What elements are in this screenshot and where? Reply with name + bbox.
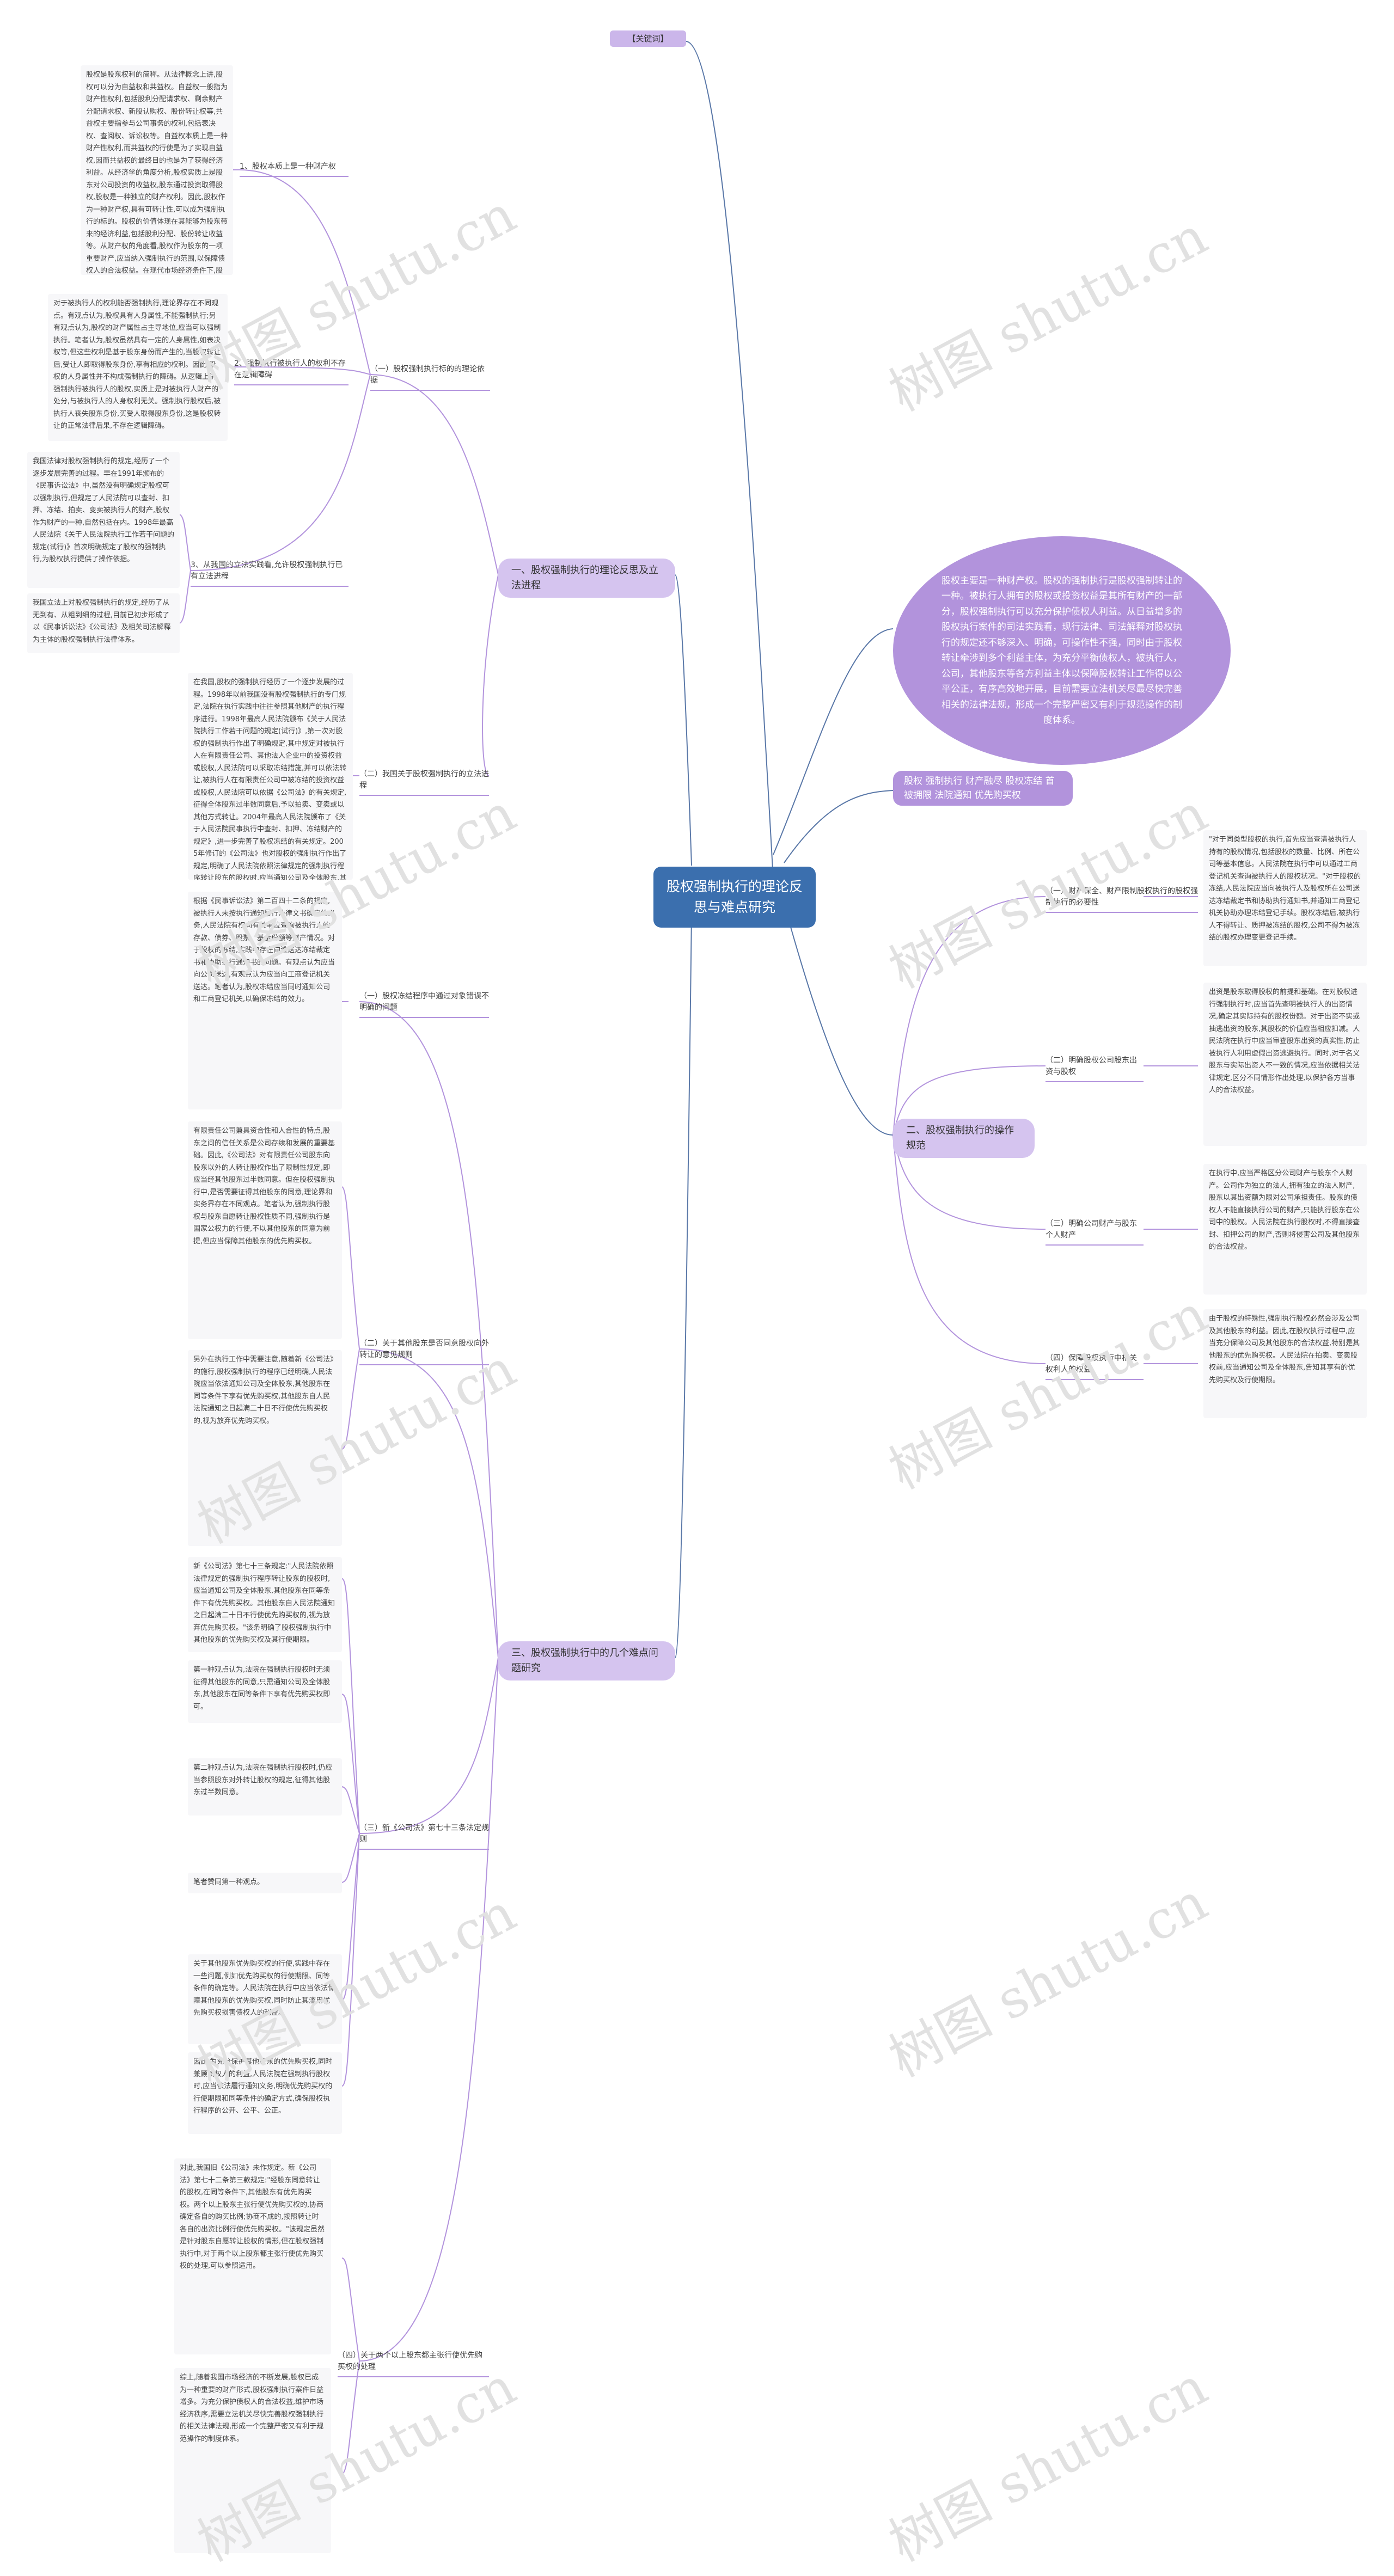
link-s1-i1 [239,169,371,375]
s2-sub2-label[interactable]: （二）明确股权公司股东出资与股权 [1046,1055,1144,1082]
s2-sub3-text: 在执行中,应当严格区分公司财产与股东个人财产。公司作为独立的法人,拥有独立的法人… [1203,1164,1367,1295]
s1-item1-text: 股权是股东权利的简称。从法律概念上讲,股权可以分为自益权和共益权。自益权一般指为… [81,65,233,275]
s3-sub4-text1: 对此,我国旧《公司法》未作规定。新《公司法》第七十二条第三款规定:"经股东同意转… [174,2158,331,2354]
link-s2-sub2 [892,1065,1046,1136]
link-s3-sub1 [359,1001,499,1658]
link-s1-l3b [179,570,191,624]
s3-sub3-text1: 新《公司法》第七十三条规定:"人民法院依照法律规定的强制执行程序转让股东的股权时… [188,1557,342,1652]
link-keywords-tag [686,41,774,880]
section1-node[interactable]: 一、股权强制执行的理论反思及立法进程 [498,559,675,598]
s1-item1-label[interactable]: 1、股权本质上是一种财产权 [240,161,348,177]
s3-sub3-text4: 笔者赞同第一种观点。 [188,1873,342,1893]
link-keywords [784,790,894,863]
link-s3-l3d [341,1833,360,1883]
link-summary [773,628,894,855]
link-s3-l4a [341,2258,360,2362]
root-node[interactable]: 股权强制执行的理论反思与难点研究 [653,867,816,928]
s3-sub3-text6: 因此,为充分保护其他股东的优先购买权,同时兼顾债权人的利益,人民法院在强制执行股… [188,2052,342,2134]
s3-sub3-label[interactable]: （三）新《公司法》第七十三条法定规则 [359,1823,489,1850]
link-s3-l4b [341,2360,360,2475]
link-s1-sub2 [482,574,499,776]
link-section2 [784,903,894,1136]
link-s1-l3 [179,514,191,571]
s2-sub4-label[interactable]: （四）保障股权执行中相关权利人的权益 [1046,1353,1144,1380]
s3-sub4-label[interactable]: （四）关于两个以上股东都主张行使优先购买权的处理 [338,2350,489,2377]
keywords-tag[interactable]: 【关键词】 [610,30,686,47]
link-s3-sub3 [359,1657,499,1834]
s1-item3-label[interactable]: 3、从我国的立法实践看,允许股权强制执行已有立法进程 [191,560,348,587]
link-s3-l3e [341,1833,360,2001]
s3-sub1-text: 根据《民事诉讼法》第二百四十二条的规定,被执行人未按执行通知履行法律文书确定的义… [188,892,342,1109]
summary-text: 股权主要是一种财产权。股权的强制执行是股权强制转让的一种。被执行人拥有的股权或投… [941,575,1182,726]
section2-node[interactable]: 二、股权强制执行的操作规范 [893,1119,1035,1158]
link-s2-sub4 [892,1134,1046,1364]
s3-sub1-label[interactable]: （一）股权冻结程序中通过对象错误不明确的问题 [359,991,489,1018]
s1-sub1-label[interactable]: （一）股权强制执行标的的理论依据 [370,364,490,391]
s1-sub2-label[interactable]: （二）我国关于股权强制执行的立法进程 [359,769,489,796]
link-s1-i3 [190,374,371,571]
s3-sub3-text3: 第二种观点认为,法院在强制执行股权时,仍应当参照股东对外转让股权的规定,征得其他… [188,1758,342,1816]
s1-item2-text: 对于被执行人的权利能否强制执行,理论界存在不同观点。有观点认为,股权具有人身属性… [48,294,228,441]
s3-sub4-text2: 综上,随着我国市场经济的不断发展,股权已成为一种重要的财产形式,股权强制执行案件… [174,2368,331,2553]
link-s3-l2b [341,1348,360,1450]
link-s3-l3f [341,1833,360,2087]
s2-sub1-text: "对于同类型股权的执行,首先应当查清被执行人持有的股权情况,包括股权的数量、比例… [1203,830,1367,966]
s3-sub3-text5: 关于其他股东优先购买权的行使,实践中存在一些问题,例如优先购买权的行使期限、同等… [188,1954,342,2044]
s3-sub3-text2: 第一种观点认为,法院在强制执行股权时无须征得其他股东的同意,只需通知公司及全体股… [188,1660,342,1723]
s2-sub2-text: 出资是股东取得股权的前提和基础。在对股权进行强制执行时,应当首先查明被执行人的出… [1203,983,1367,1146]
s2-sub4-text: 由于股权的特殊性,强制执行股权必然会涉及公司及其他股东的利益。因此,在股权执行过… [1203,1309,1367,1418]
s3-sub2-text1: 有限责任公司兼具资合性和人合性的特点,股东之间的信任关系是公司存续和发展的重要基… [188,1121,342,1339]
link-section3 [675,914,692,1658]
s1-item3-text2: 我国立法上对股权强制执行的规定,经历了从无到有、从粗到细的过程,目前已初步形成了… [27,593,180,653]
link-s3-sub2 [359,1348,499,1658]
link-s3-l2a [341,1186,360,1350]
s1-sub2-text: 在我国,股权的强制执行经历了一个逐步发展的过程。1998年以前我国没有股权强制执… [188,673,353,880]
s1-item3-text1: 我国法律对股权强制执行的规定,经历了一个逐步发展完善的过程。早在1991年颁布的… [27,452,180,588]
s1-item2-label[interactable]: 2、强制执行被执行人的权利不存在逻辑障碍 [234,358,348,385]
keywords-node[interactable]: 股权 强制执行 财产融尽 股权冻结 首被拥限 法院通知 优先购买权 [893,771,1073,806]
link-s1-sub1 [370,374,499,575]
link-s3-l3b [341,1694,360,1834]
s3-sub2-text2: 另外在执行工作中需要注意,随着新《公司法》的施行,股权强制执行的程序已经明确,人… [188,1350,342,1546]
link-s3-l3a [341,1578,360,1834]
s2-sub1-label[interactable]: （一）财产保全、财产限制股权执行的股权强制执行的必要性 [1046,886,1198,913]
link-s2-sub1 [892,896,1046,1136]
s2-sub3-label[interactable]: （三）明确公司财产与股东个人财产 [1046,1218,1144,1246]
s3-sub2-label[interactable]: （二）关于其他股东是否同意股权向外转让的意见规则 [359,1338,489,1365]
link-s3-sub4 [359,1657,499,2362]
link-s1-i2 [234,366,371,375]
link-s3-l3c [341,1786,360,1834]
link-section1 [675,574,692,866]
section3-node[interactable]: 三、股权强制执行中的几个难点问题研究 [498,1641,675,1680]
summary-node[interactable]: 股权主要是一种财产权。股权的强制执行是股权强制转让的一种。被执行人拥有的股权或投… [893,536,1231,765]
